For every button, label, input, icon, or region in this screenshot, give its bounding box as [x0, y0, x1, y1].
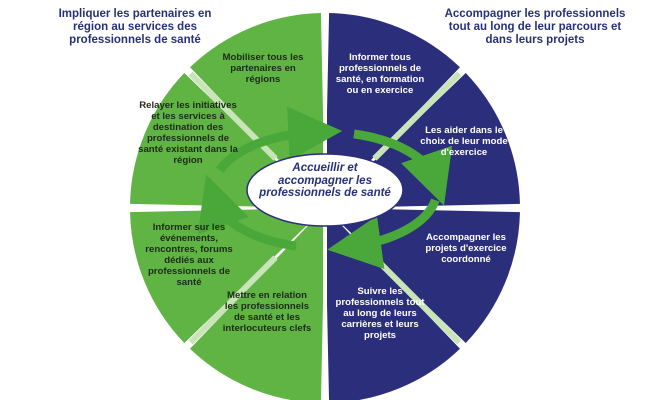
wheel-segment-4 [190, 208, 325, 400]
segment-mobiliser-partenaires: Mobiliser tous les partenaires en région… [222, 52, 304, 85]
ring-arrow-4 [197, 174, 297, 251]
segment-relayer-initiatives: Relayer les initiatives et les services … [138, 100, 238, 166]
light-band-bottom-left [188, 255, 278, 345]
segment-choix-mode-exercice: Les aider dans le choix de leur mode d'e… [420, 125, 508, 158]
ring-arrow-3 [327, 198, 440, 270]
ring-arrow-2 [353, 129, 453, 206]
segment-informer-professionnels: Informer tous professionnels de santé, e… [335, 52, 425, 96]
segment-informer-evenements: Informer sur les événements, rencontres,… [145, 222, 233, 288]
center-ellipse [246, 153, 404, 227]
ring-arrow-1 [216, 106, 343, 173]
center-label: Accueillir et accompagner les profession… [259, 162, 391, 199]
light-band-bottom-right [372, 255, 462, 345]
left-caption: Impliquer les partenaires en région au s… [58, 8, 212, 46]
right-caption: Accompagner les professionnels tout au l… [444, 8, 626, 46]
segment-suivre-professionnels: Suivre les professionnels tout au long d… [335, 286, 425, 341]
segment-projets-exercice-coordonne: Accompagner les projets d'exercice coord… [425, 232, 507, 265]
cycle-ring [197, 106, 453, 270]
segment-mettre-en-relation: Mettre en relation les professionnels de… [222, 290, 312, 334]
